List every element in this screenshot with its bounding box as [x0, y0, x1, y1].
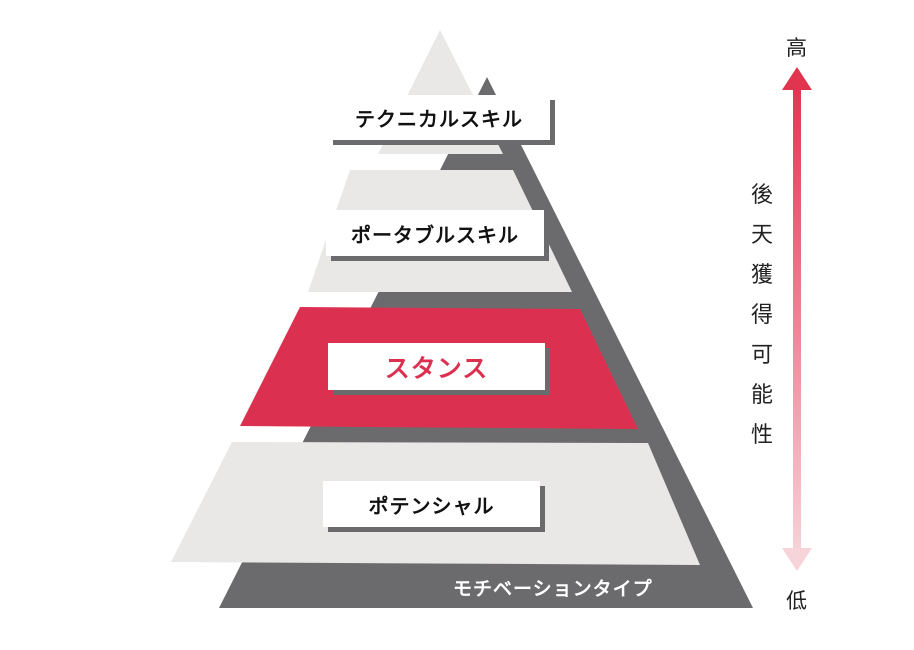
acquisition-possibility-label: 後 天 獲 得 可 能 性 — [749, 176, 775, 456]
base-label-motivation-type: モチベーションタイプ — [453, 578, 653, 600]
axis-char: 可 — [750, 343, 773, 368]
level-label-portable-skill: ポータブルスキル — [326, 210, 544, 256]
scale-arrow-shaft — [793, 80, 801, 555]
level-text: ポータブルスキル — [351, 222, 519, 247]
axis-char: 得 — [750, 303, 773, 328]
scale-low-label: 低 — [786, 589, 807, 613]
axis-char: 能 — [750, 383, 773, 408]
level-label-potential: ポテンシャル — [323, 481, 540, 527]
level-text: ポテンシャル — [368, 493, 495, 518]
axis-char: 獲 — [750, 263, 773, 288]
arrow-up-head — [782, 67, 812, 90]
scale-high-label: 高 — [786, 36, 807, 60]
axis-char: 後 — [750, 183, 773, 208]
level-text: テクニカルスキル — [355, 107, 523, 131]
level-label-stance: スタンス — [328, 343, 545, 390]
level-label-technical-skill: テクニカルスキル — [328, 95, 550, 140]
axis-char: 性 — [750, 423, 773, 448]
arrow-down-head — [782, 548, 812, 571]
axis-char: 天 — [750, 223, 773, 248]
level-text: スタンス — [384, 353, 489, 383]
